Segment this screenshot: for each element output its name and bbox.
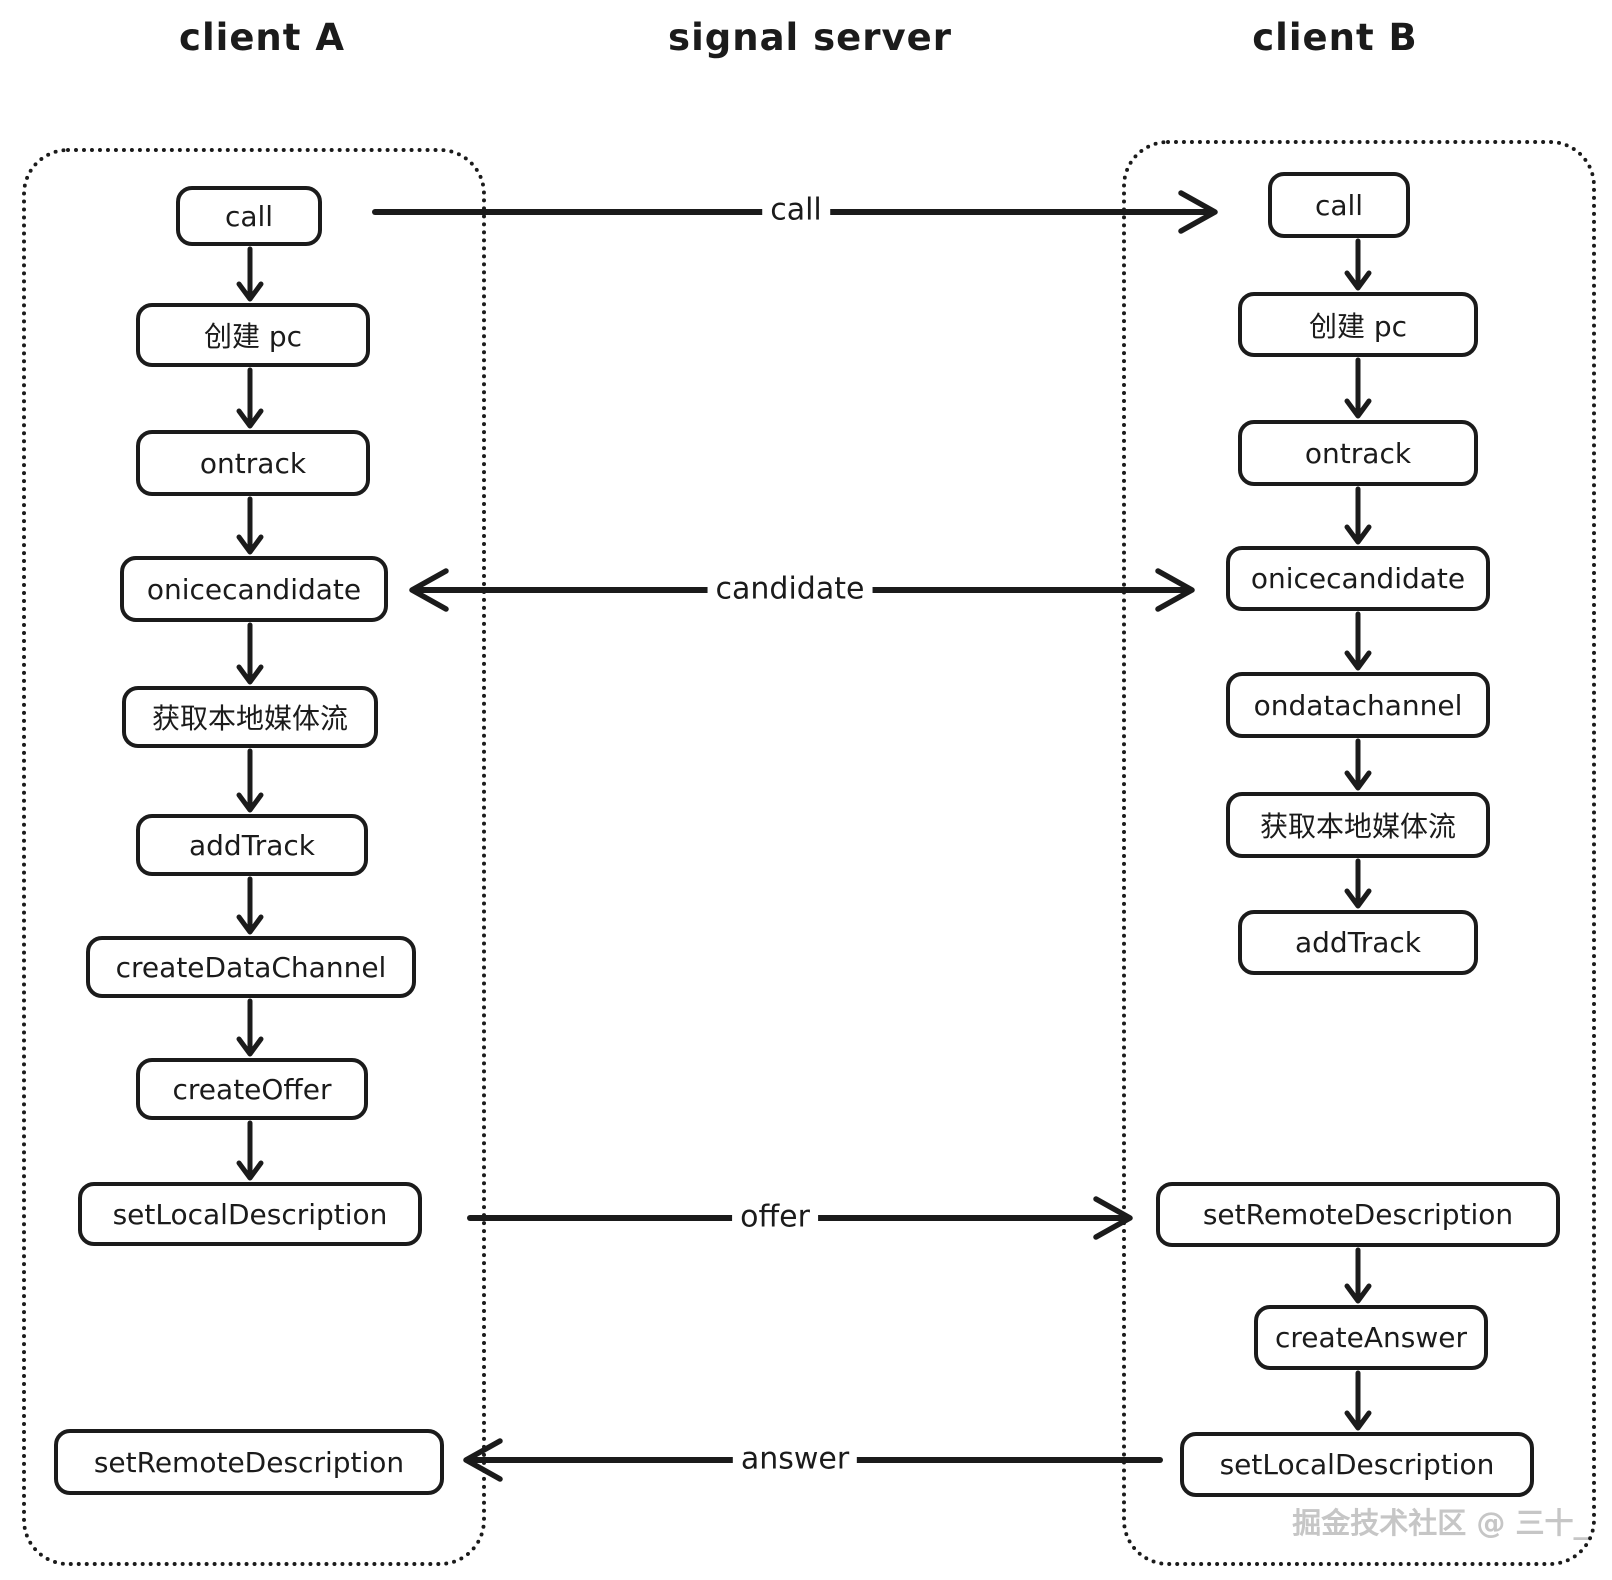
node-b-ontrack: ontrack xyxy=(1238,420,1478,486)
node-b-addtrack: addTrack xyxy=(1238,910,1478,975)
message-label-offer: offer xyxy=(732,1198,818,1236)
message-label-candidate: candidate xyxy=(707,570,873,608)
flow-arrow-down-icon xyxy=(1344,858,1372,909)
column-title-client-a: client A xyxy=(179,16,345,59)
flow-arrow-down-icon xyxy=(236,1120,264,1181)
flow-arrow-down-icon xyxy=(236,496,264,555)
flow-arrow-down-icon xyxy=(1344,1370,1372,1431)
flow-arrow-down-icon xyxy=(1344,357,1372,419)
node-a-create-pc: 创建 pc xyxy=(136,303,370,367)
node-a-setlocaldescription: setLocalDescription xyxy=(78,1182,422,1246)
node-b-setremotedescription: setRemoteDescription xyxy=(1156,1182,1560,1247)
node-a-onicecandidate: onicecandidate xyxy=(120,556,388,622)
node-b-onicecandidate: onicecandidate xyxy=(1226,546,1490,611)
column-title-client-b: client B xyxy=(1252,16,1418,59)
flow-arrow-down-icon xyxy=(236,876,264,935)
client-a-lane xyxy=(22,148,486,1566)
message-label-answer: answer xyxy=(732,1440,858,1478)
watermark: 掘金技术社区 @ 三十_ xyxy=(1292,1506,1588,1540)
node-b-ondatachannel: ondatachannel xyxy=(1226,672,1490,738)
node-b-createanswer: createAnswer xyxy=(1254,1305,1488,1370)
node-a-call: call xyxy=(176,186,322,246)
flow-arrow-down-icon xyxy=(1344,738,1372,791)
flow-arrow-down-icon xyxy=(236,246,264,302)
flow-arrow-down-icon xyxy=(1344,1247,1372,1304)
node-a-addtrack: addTrack xyxy=(136,814,368,876)
node-a-ontrack: ontrack xyxy=(136,430,370,496)
flow-arrow-down-icon xyxy=(236,998,264,1057)
node-a-get-local-media: 获取本地媒体流 xyxy=(122,686,378,748)
flow-arrow-down-icon xyxy=(236,367,264,429)
node-a-createdatachannel: createDataChannel xyxy=(86,936,416,998)
message-label-call: call xyxy=(762,191,830,229)
flow-arrow-down-icon xyxy=(1344,486,1372,545)
flow-arrow-down-icon xyxy=(236,622,264,685)
flow-arrow-down-icon xyxy=(1344,238,1372,291)
node-b-setlocaldescription: setLocalDescription xyxy=(1180,1432,1534,1497)
flow-arrow-down-icon xyxy=(1344,611,1372,671)
node-b-get-local-media: 获取本地媒体流 xyxy=(1226,792,1490,858)
flow-arrow-down-icon xyxy=(236,748,264,813)
node-a-setremotedescription: setRemoteDescription xyxy=(54,1429,444,1495)
client-b-lane xyxy=(1122,140,1596,1566)
node-a-createoffer: createOffer xyxy=(136,1058,368,1120)
node-b-call: call xyxy=(1268,172,1410,238)
column-title-signal-server: signal server xyxy=(668,16,952,59)
node-b-create-pc: 创建 pc xyxy=(1238,292,1478,357)
